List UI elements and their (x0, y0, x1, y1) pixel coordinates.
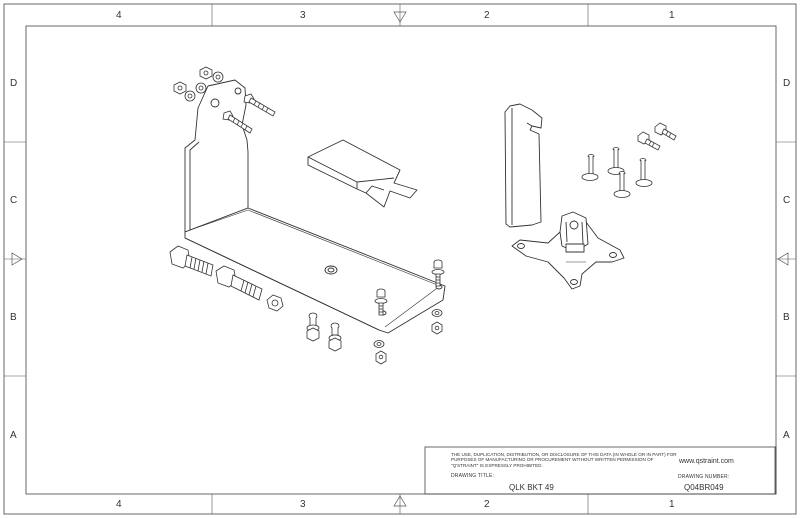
proprietary-notice: THE USE, DUPLICATION, DISTRIBUTION, OR D… (451, 452, 677, 468)
row-label-right-c: C (783, 195, 791, 206)
row-label-left-a: A (10, 430, 17, 441)
hex-bolts (169, 245, 284, 312)
anchor-star-plate (511, 211, 625, 290)
centering-marks (11, 11, 789, 507)
col-label-bottom-1: 1 (669, 499, 675, 510)
col-label-top-4: 4 (116, 10, 122, 21)
col-label-bottom-3: 3 (300, 499, 306, 510)
row-label-left-c: C (10, 195, 18, 206)
row-label-left-b: B (10, 312, 17, 323)
loose-washers (373, 309, 443, 365)
slotted-strap (504, 103, 543, 228)
col-label-bottom-4: 4 (116, 499, 122, 510)
plate-screws (374, 259, 445, 316)
row-label-left-d: D (10, 78, 18, 89)
drawing-title-label: DRAWING TITLE: (451, 473, 495, 479)
row-label-right-b: B (783, 312, 790, 323)
leveling-feet (581, 122, 677, 198)
company-website: www.qstraint.com (679, 458, 734, 465)
row-label-right-d: D (783, 78, 791, 89)
title-block-frame (424, 446, 777, 495)
fork-plate (307, 139, 418, 208)
col-label-top-1: 1 (669, 10, 675, 21)
drawing-title: QLK BKT 49 (509, 483, 554, 492)
drawing-number: Q04BR049 (684, 483, 724, 492)
sheet-frame (3, 3, 797, 515)
drawing-number-label: DRAWING NUMBER: (678, 474, 730, 480)
upper-hardware (173, 66, 276, 134)
zone-ticks (4, 4, 796, 514)
row-label-right-a: A (783, 430, 790, 441)
col-label-bottom-2: 2 (484, 499, 490, 510)
col-label-top-2: 2 (484, 10, 490, 21)
stud-stack (306, 312, 342, 352)
col-label-top-3: 3 (300, 10, 306, 21)
